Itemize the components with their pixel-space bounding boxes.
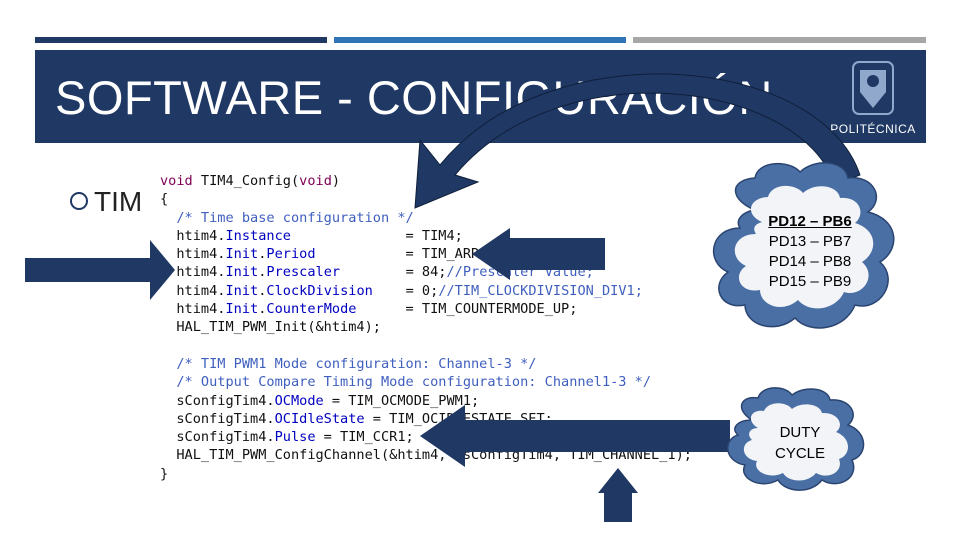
bullet-circle-icon (70, 191, 88, 210)
code-token: = TIM4; (290, 227, 463, 244)
code-line: HAL_TIM_PWM_Init(&htim4); (160, 318, 692, 336)
code-token: Period (266, 246, 316, 263)
code-token: Init (225, 264, 259, 281)
code-token: TIM4_Config( (192, 173, 300, 189)
code-token: = TIM_CCR1; (315, 429, 414, 446)
code-line: sConfigTim4.OCMode = TIM_OCMODE_PWM1; (160, 392, 692, 410)
code-token: Init (225, 282, 259, 299)
left-arrow-icon-period (472, 228, 605, 280)
bullet-text: TIM (94, 186, 143, 217)
code-token: = 84; (340, 264, 447, 281)
code-token: htim4. (160, 282, 226, 299)
code-token: /* TIM PWM1 Mode configuration: Channel-… (160, 355, 537, 372)
code-token: = 0; (372, 282, 439, 299)
crest-icon (852, 61, 894, 115)
code-token: = TIM_ARR; (315, 246, 488, 263)
code-token: /* Output Compare Timing Mode configurat… (160, 374, 652, 391)
code-token: sConfigTim4. (160, 392, 275, 409)
code-token: = TIM_COUNTERMODE_UP; (356, 301, 578, 318)
code-token: Init (225, 301, 259, 318)
bullet-item: TIM (70, 186, 142, 218)
code-line: /* Output Compare Timing Mode configurat… (160, 373, 692, 391)
curved-arrow-icon (414, 73, 861, 209)
code-line: htim4.Init.ClockDivision = 0;//TIM_CLOCK… (160, 282, 692, 300)
code-line: /* TIM PWM1 Mode configuration: Channel-… (160, 355, 692, 373)
code-line: sConfigTim4.Pulse = TIM_CCR1; (160, 428, 692, 446)
pin-line-1: PD12 – PB6 (768, 213, 852, 230)
right-arrow-icon (25, 240, 175, 300)
pin-line-2: PD13 – PB7 (768, 233, 852, 250)
logo-label: POLITÉCNICA (830, 122, 916, 136)
pin-line-3: PD14 – PB8 (768, 253, 852, 270)
top-accent-bar-blue (334, 37, 626, 43)
code-token: htim4. (160, 246, 226, 263)
code-token: HAL_TIM_PWM_Init(&htim4); (160, 319, 381, 336)
code-token: htim4. (160, 301, 226, 318)
top-accent-bar-gray (633, 37, 926, 43)
code-token: void (299, 173, 332, 189)
left-arrow-icon-pulse (420, 405, 730, 467)
up-arrow-icon (598, 468, 638, 522)
code-token: . (258, 264, 267, 281)
code-token: . (258, 282, 267, 299)
code-token: . (258, 301, 267, 318)
code-line: htim4.Instance = TIM4; (160, 227, 692, 245)
code-token: OCIdleState (274, 410, 365, 427)
code-token: ClockDivision (266, 282, 373, 299)
duty-line-2: CYCLE (774, 445, 826, 462)
pins-cloud-text: PD12 – PB6 PD13 – PB7 PD14 – PB8 PD15 – … (735, 212, 885, 292)
code-token: ) (331, 173, 341, 189)
top-accent-bar-navy (35, 37, 327, 43)
code-token: //TIM_CLOCKDIVISION_DIV1; (438, 282, 643, 299)
university-logo: POLITÉCNICA (828, 58, 918, 136)
pin-line-4: PD15 – PB9 (768, 273, 852, 290)
code-token: void (160, 173, 193, 189)
code-token: = TIM_OCMODE_PWM1; (323, 392, 480, 409)
code-line: void TIM4_Config(void) (160, 172, 692, 190)
code-line: htim4.Init.Period = TIM_ARR; (160, 245, 692, 263)
code-token: . (258, 246, 267, 263)
code-token: /* Time base configuration */ (160, 209, 414, 226)
code-line: { (160, 190, 692, 208)
code-token: htim4. (160, 227, 226, 244)
code-token: htim4. (160, 264, 226, 281)
duty-cloud-text: DUTY CYCLE (745, 422, 855, 464)
duty-line-1: DUTY (779, 424, 821, 441)
code-line: /* Time base configuration */ (160, 209, 692, 227)
code-token: { (160, 191, 169, 208)
code-token: Init (225, 246, 259, 263)
code-token: CounterMode (266, 301, 357, 318)
code-token: sConfigTim4. (160, 410, 275, 427)
code-line: htim4.Init.CounterMode = TIM_COUNTERMODE… (160, 300, 692, 318)
code-token: sConfigTim4. (160, 429, 275, 446)
code-token: } (160, 465, 169, 482)
code-token: Instance (225, 227, 291, 244)
code-token: Prescaler (266, 264, 341, 281)
code-token: Pulse (274, 429, 316, 446)
code-line: } (160, 465, 692, 483)
code-token: OCMode (274, 392, 324, 409)
